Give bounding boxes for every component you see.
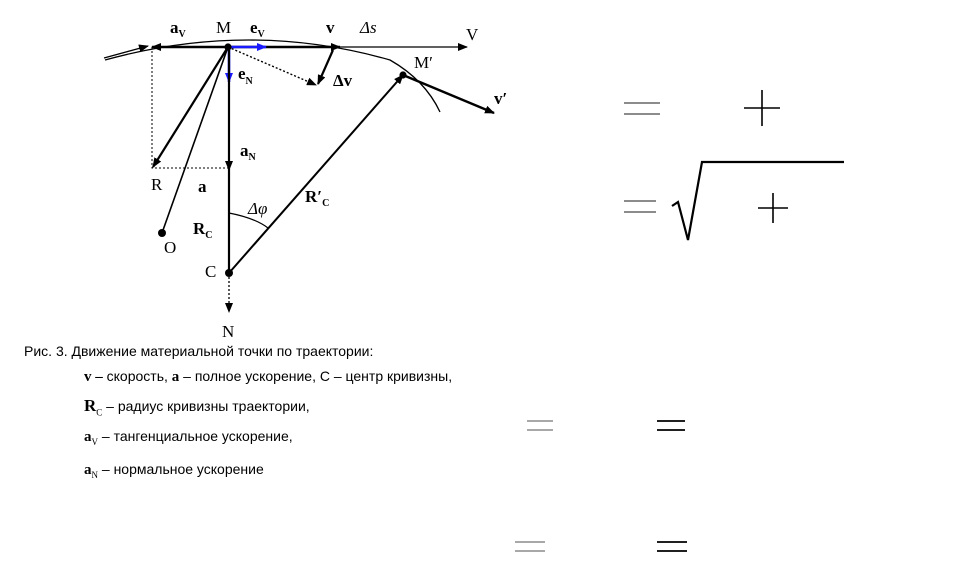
caption-symbol-an: aN <box>84 462 98 480</box>
caption-symbol-v: v – <box>84 369 103 385</box>
radius-rc-prime <box>228 74 404 274</box>
label-e-n: eN <box>238 64 254 87</box>
caption-line-1: v – скорость, a – полное ускорение, С – … <box>84 368 452 386</box>
trajectory-curve <box>104 39 441 113</box>
caption-symbol-rc: RC <box>84 396 103 418</box>
label-m-prime: M′ <box>414 53 433 72</box>
point-o <box>158 229 166 237</box>
label-m: M <box>216 18 231 37</box>
total-acceleration-vector <box>152 46 229 168</box>
point-m-prime <box>399 71 407 79</box>
label-r: R <box>151 175 163 194</box>
plus-sign-1 <box>744 90 780 126</box>
caption-symbol-av: aV <box>84 429 98 447</box>
caption-line-2: RC – радиус кривизны траектории, <box>84 396 310 417</box>
angle-arc <box>228 212 269 229</box>
label-v: v <box>326 18 335 37</box>
caption-line-3: aV – тангенциальное ускорение, <box>84 428 293 447</box>
caption-text-radius: – радиус кривизны траектории, <box>102 398 310 414</box>
label-c: C <box>205 262 216 281</box>
equals-sign-5 <box>515 541 545 552</box>
incoming-direction-arrow <box>103 44 149 59</box>
point-m <box>224 43 232 51</box>
formula-row-1 <box>624 102 660 115</box>
caption-text-acceleration: – полное ускорение, С – центр кривизны, <box>179 368 453 384</box>
label-a-n: aN <box>240 141 257 163</box>
caption-text-velocity: скорость, <box>102 368 172 384</box>
delta-v-vector <box>316 49 335 85</box>
label-r-c: RC <box>193 219 213 241</box>
caption-symbol-a: a <box>171 369 180 385</box>
label-delta-s: Δs <box>359 18 377 37</box>
caption-title: Рис. 3. Движение материальной точки по т… <box>24 343 374 359</box>
label-e-v: eV <box>250 18 266 40</box>
formula-row-2 <box>624 200 656 213</box>
formula-row-4 <box>515 541 687 552</box>
label-n: N <box>222 322 234 341</box>
label-delta-phi: Δφ <box>247 199 267 218</box>
caption-text-tangential: – тангенциальное ускорение, <box>98 428 293 444</box>
label-v-prime: v′ <box>494 89 507 108</box>
label-r-prime-c: R′C <box>305 187 329 209</box>
caption-line-4: aN – нормальное ускорение <box>84 461 264 480</box>
equals-sign-4 <box>657 420 685 431</box>
plus-sign-2 <box>758 193 788 223</box>
label-delta-v: Δv <box>333 71 353 90</box>
label-a-v: aV <box>170 18 187 40</box>
caption-text-normal: – нормальное ускорение <box>98 461 264 477</box>
label-a: a <box>198 177 207 196</box>
label-o: O <box>164 238 176 257</box>
point-c <box>225 269 233 277</box>
label-v-axis: V <box>466 25 479 44</box>
equals-sign-3 <box>527 420 553 431</box>
equals-sign-6 <box>657 541 687 552</box>
acceleration-parallelogram <box>151 47 229 169</box>
velocity-prime-vector <box>402 73 495 115</box>
square-root-sign <box>671 160 844 241</box>
line-to-point-o <box>161 46 229 234</box>
formula-row-3 <box>527 420 685 431</box>
